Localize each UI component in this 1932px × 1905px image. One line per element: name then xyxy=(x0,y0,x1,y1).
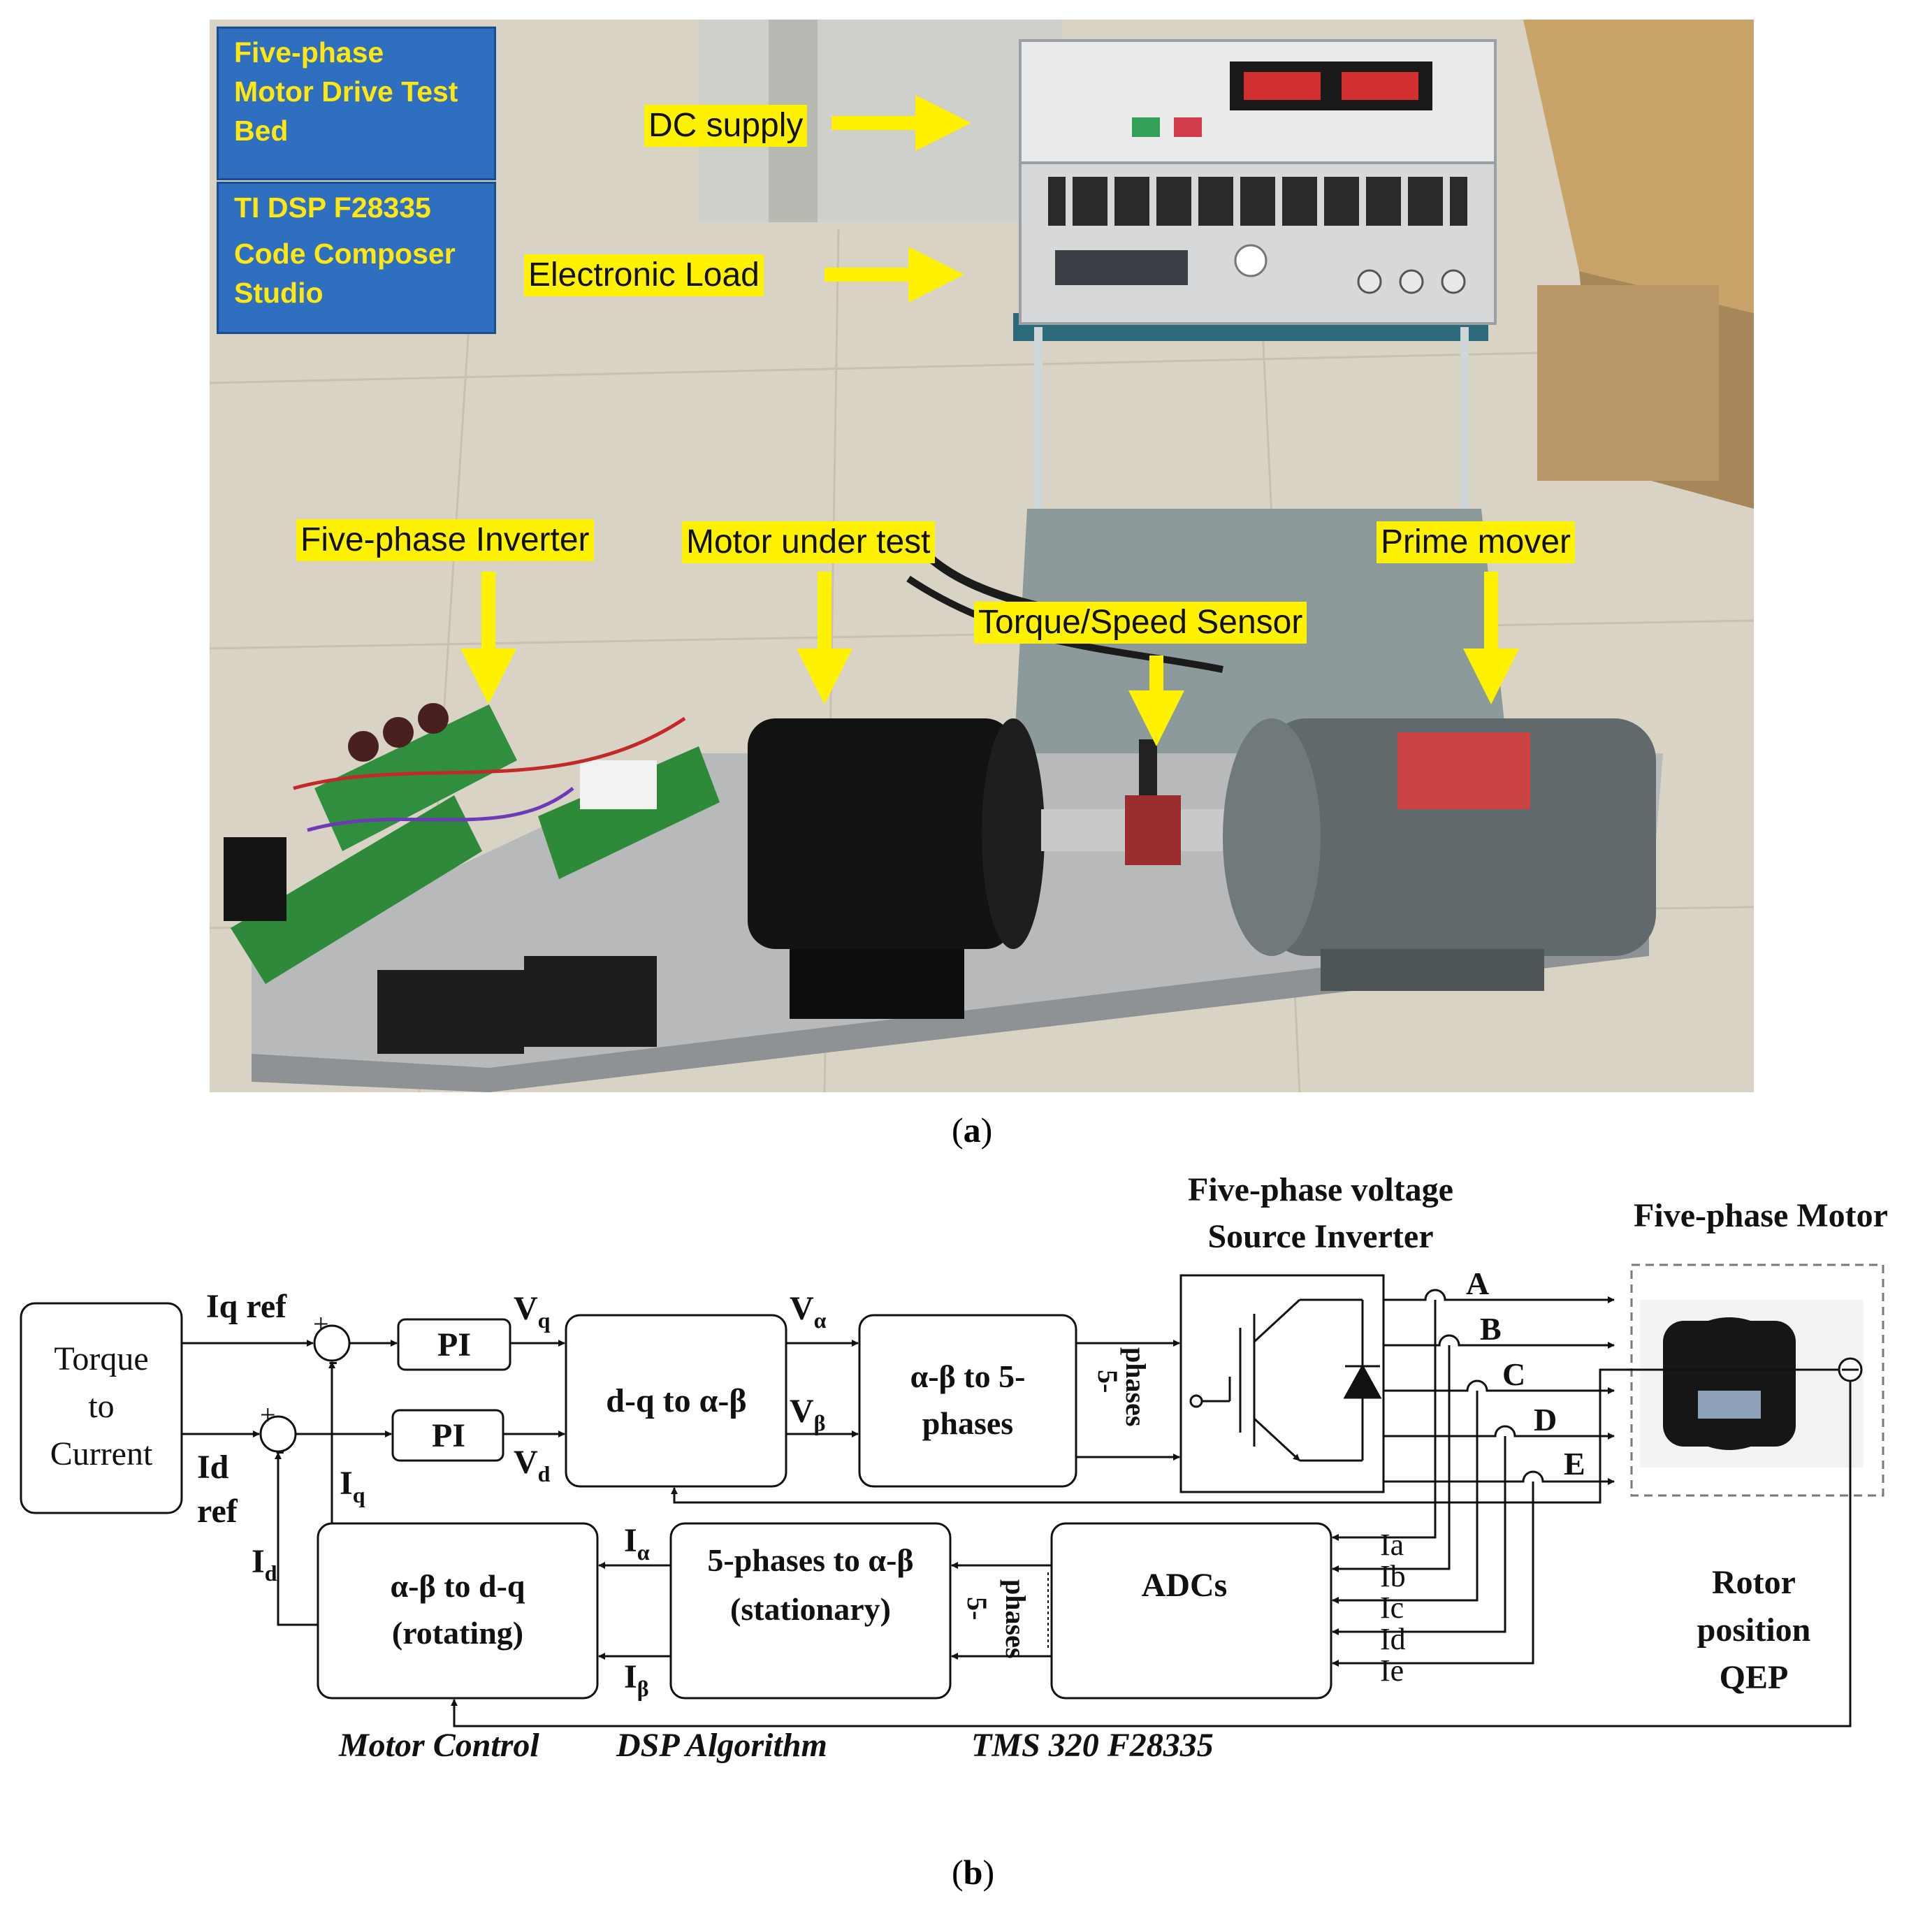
adcs-label: ADCs xyxy=(1142,1567,1228,1604)
id-ref-line-2: ref xyxy=(197,1493,238,1530)
vsi-title-1: Five-phase voltage xyxy=(1188,1171,1453,1208)
vd-label: Vd xyxy=(514,1444,551,1486)
block-dq-to-ab xyxy=(565,1314,787,1488)
phase-b-label: B xyxy=(1480,1311,1502,1347)
footer-motor-control: Motor Control xyxy=(338,1727,539,1764)
workbench xyxy=(1523,20,1754,313)
vsi-title-2: Source Inverter xyxy=(1207,1218,1433,1255)
five-phases-top-2: phases xyxy=(1120,1347,1152,1426)
phase-e-label: E xyxy=(1564,1446,1585,1482)
block-adcs xyxy=(1050,1522,1332,1700)
five-phases-top-1: 5- xyxy=(1092,1370,1124,1393)
power-supply-2 xyxy=(524,956,657,1047)
block-ab-to-dq xyxy=(317,1522,599,1700)
five-phases-bottom-1: 5- xyxy=(961,1597,993,1620)
motor-dashed-frame xyxy=(1630,1263,1884,1497)
torque-line-1: Torque xyxy=(54,1340,148,1377)
motor-title: Five-phase Motor xyxy=(1634,1197,1888,1234)
current-id-label: Id xyxy=(1380,1622,1406,1656)
abdq-line-1: α-β to d-q xyxy=(390,1568,525,1604)
id-feedback-label: Id xyxy=(252,1543,277,1586)
control-block-diagram: Torque to Current PI PI d-q to α-β α-β t… xyxy=(20,1171,1888,1764)
torque-line-3: Current xyxy=(50,1435,153,1472)
vb-label: Vβ xyxy=(790,1393,826,1435)
id-ref-line-1: Id xyxy=(197,1449,229,1486)
motor-under-test xyxy=(748,718,1013,949)
info-line-4: TI DSP F28335 xyxy=(234,191,431,224)
info-box-test-bed: Five-phase Motor Drive Test Bed xyxy=(217,27,496,180)
caption-a-letter: a xyxy=(963,1110,981,1150)
abdq-line-2: (rotating) xyxy=(392,1615,523,1651)
label-inverter: Five-phase Inverter xyxy=(296,519,594,561)
sum-d-minus: - xyxy=(275,1434,284,1465)
info-line-6: Studio xyxy=(234,277,324,309)
label-electronic-load: Electronic Load xyxy=(524,254,764,296)
warning-label xyxy=(1397,732,1530,809)
current-ic-label: Ic xyxy=(1380,1591,1404,1625)
block-vsi xyxy=(1179,1274,1385,1493)
phase-a-label: A xyxy=(1466,1266,1489,1301)
coupling-left xyxy=(1041,809,1125,851)
pi-q-label: PI xyxy=(437,1326,471,1363)
block-ab-to-5phases xyxy=(858,1314,1077,1488)
rotor-line-2: position xyxy=(1697,1611,1811,1649)
ab5-line-1: α-β to 5- xyxy=(910,1359,1026,1394)
torque-sensor xyxy=(1125,795,1181,865)
current-ib-label: Ib xyxy=(1380,1559,1406,1593)
info-line-5: Code Composer xyxy=(234,238,456,270)
vq-label: Vq xyxy=(514,1290,551,1333)
info-box-dsp: TI DSP F28335 Code Composer Studio xyxy=(217,182,496,334)
five-phases-bottom-2: phases xyxy=(1000,1579,1031,1658)
ab5-line-2: phases xyxy=(922,1405,1013,1441)
inverter-board-lower xyxy=(231,795,482,984)
va-label: Vα xyxy=(790,1290,827,1333)
current-ia-label: Ia xyxy=(1380,1528,1404,1562)
i-beta-label: Iβ xyxy=(624,1658,649,1701)
inverter-board-upper xyxy=(314,704,517,851)
block-pi-d xyxy=(391,1409,504,1462)
info-line-3: Bed xyxy=(234,115,289,147)
block-pi-q xyxy=(397,1318,511,1371)
footer-dsp-algorithm: DSP Algorithm xyxy=(616,1727,827,1764)
control-board xyxy=(538,746,720,879)
torque-line-2: to xyxy=(88,1388,114,1425)
caption-b-letter: b xyxy=(963,1853,983,1892)
pi-d-label: PI xyxy=(432,1417,465,1454)
iq-feedback-label: Iq xyxy=(340,1465,365,1507)
fiveab-line-2: (stationary) xyxy=(730,1591,891,1627)
current-ie-label: Ie xyxy=(1380,1653,1404,1688)
rotor-line-1: Rotor xyxy=(1712,1564,1796,1601)
caption-a: (a) xyxy=(952,1110,993,1150)
info-line-2: Motor Drive Test xyxy=(234,75,458,108)
block-torque-to-current xyxy=(20,1302,183,1514)
info-line-1: Five-phase xyxy=(234,36,384,68)
footer-tms: TMS 320 F28335 xyxy=(971,1727,1214,1764)
phase-d-label: D xyxy=(1534,1402,1557,1437)
annotation-arrows xyxy=(460,95,1519,746)
label-prime-mover: Prime mover xyxy=(1377,521,1576,563)
test-bed-photo: Five-phase Motor Drive Test Bed TI DSP F… xyxy=(210,20,1754,1092)
cooling-fan xyxy=(224,837,286,921)
i-alpha-label: Iα xyxy=(624,1522,650,1565)
label-dc-supply: DC supply xyxy=(644,105,808,147)
label-torque-sensor: Torque/Speed Sensor xyxy=(974,602,1307,644)
sum-d-plus: + xyxy=(260,1399,276,1430)
label-motor-under-test: Motor under test xyxy=(682,521,935,563)
caption-b: (b) xyxy=(952,1853,995,1892)
power-supply-1 xyxy=(377,970,524,1054)
cardboard-box xyxy=(1537,285,1719,481)
rotor-line-3: QEP xyxy=(1720,1659,1789,1696)
sum-q-plus: + xyxy=(313,1308,329,1340)
block-5phases-to-ab xyxy=(669,1522,952,1700)
fiveab-line-1: 5-phases to α-β xyxy=(707,1542,913,1578)
iq-ref-label: Iq ref xyxy=(206,1288,287,1325)
prime-mover xyxy=(1265,718,1656,956)
sum-q-minus: - xyxy=(328,1345,337,1376)
phase-c-label: C xyxy=(1502,1356,1525,1392)
dq-ab-label: d-q to α-β xyxy=(606,1382,746,1419)
